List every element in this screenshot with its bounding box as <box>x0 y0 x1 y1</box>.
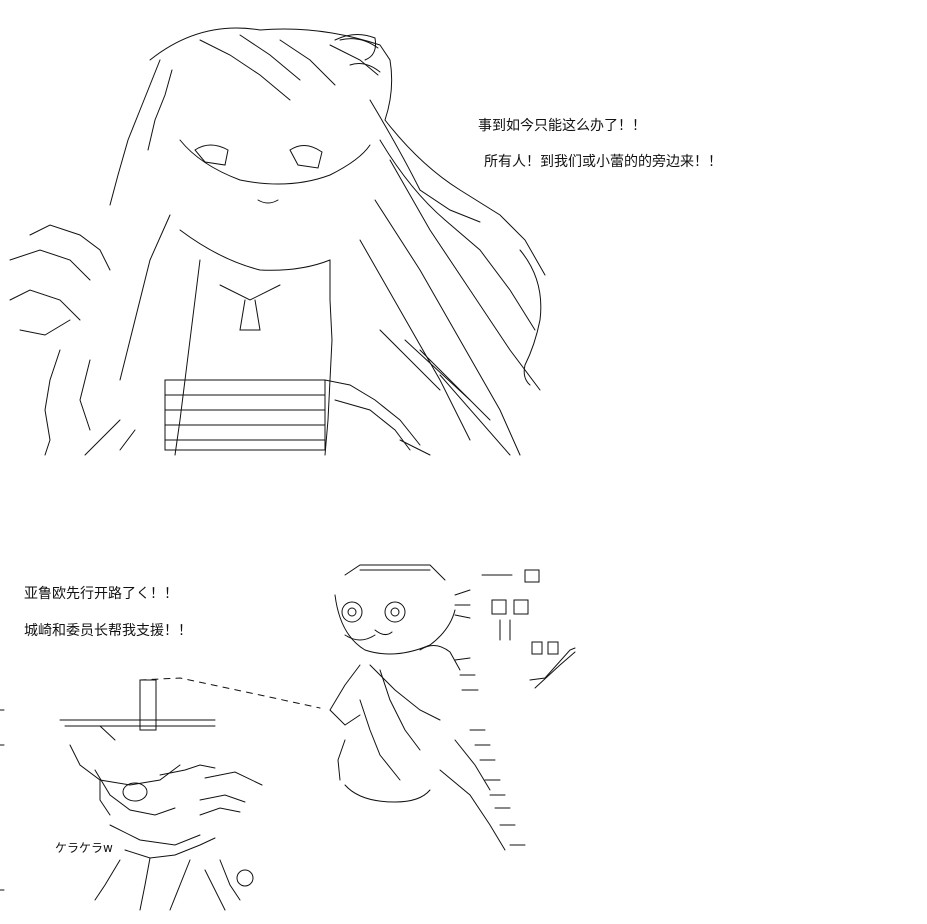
character-art-top <box>0 0 927 470</box>
dialogue-line-1: 事到如今只能这么办了！！ <box>478 118 646 134</box>
running-character-body <box>380 670 420 750</box>
hair-outline <box>150 28 392 120</box>
right-eye <box>290 145 322 168</box>
running-character-left-eye <box>342 602 362 622</box>
running-character-head <box>335 595 455 654</box>
dialogue-line-2: 所有人！到我们或小蕾的的旁边来！！ <box>484 154 722 170</box>
running-character-hat <box>345 565 445 580</box>
running-character-right-eye <box>385 602 405 622</box>
launcher-barrel <box>140 680 156 730</box>
face-outline <box>180 140 370 184</box>
running-character-arm <box>330 665 360 725</box>
mouth <box>258 200 278 203</box>
top-panel: 事到如今只能这么办了！！ 所有人！到我们或小蕾的的旁边来！！ <box>0 0 927 470</box>
left-eye <box>195 145 228 165</box>
left-figure-arm <box>30 225 110 270</box>
bottom-panel: 亚鲁欧先行开路了く！！ 城崎和委员长帮我支援！！ ケラケラw <box>0 540 927 924</box>
launcher-character-head <box>70 745 180 785</box>
character-art-bottom <box>0 540 927 924</box>
dialogue-line-4: 城崎和委员长帮我支援！！ <box>24 623 192 639</box>
body-outline <box>120 215 170 380</box>
skirt-block <box>165 380 325 450</box>
hair-ribbon <box>335 34 376 60</box>
laugh-sfx: ケラケラw <box>55 841 113 855</box>
launcher-character-eye <box>123 783 147 801</box>
dialogue-line-3: 亚鲁欧先行开路了く！！ <box>24 586 178 602</box>
